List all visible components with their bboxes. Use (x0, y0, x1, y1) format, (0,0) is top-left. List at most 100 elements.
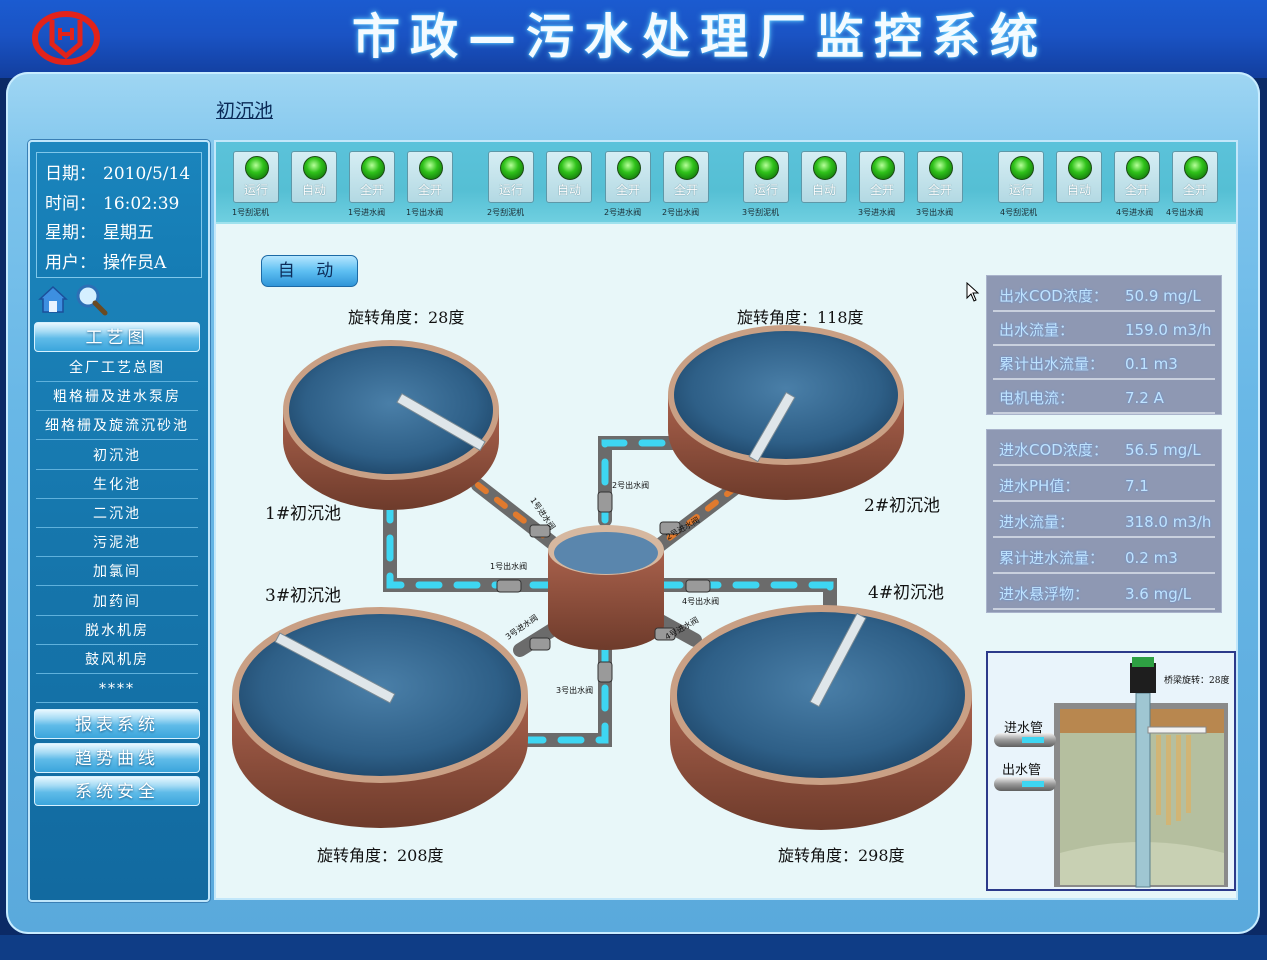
date-row: 日期：2010/5/14 (45, 159, 190, 184)
equipment-caption: 4号进水阀 (1116, 208, 1154, 217)
bridge-rotation-label: 桥梁旋转：28度 (1164, 676, 1230, 686)
tank-3-angle: 旋转角度：208度 (317, 846, 444, 865)
valve-label: 2号出水阀 (612, 480, 649, 490)
status-led-icon (361, 156, 385, 180)
control-button-open[interactable]: 全开 (407, 151, 453, 203)
magnifier-icon[interactable] (74, 282, 108, 316)
control-button-run[interactable]: 运行 (488, 151, 534, 203)
control-button-auto[interactable]: 自动 (291, 151, 337, 203)
tank-3[interactable] (232, 607, 528, 828)
nav-process-item[interactable]: 生化池 (36, 471, 198, 499)
control-button-open[interactable]: 全开 (349, 151, 395, 203)
nav-process-item[interactable]: 脱水机房 (36, 617, 198, 645)
control-button-auto[interactable]: 自动 (801, 151, 847, 203)
weekday-value: 星期五 (103, 223, 154, 243)
equipment-caption: 3号刮泥机 (742, 208, 780, 217)
readout-value: 0.1 m3 (1125, 355, 1178, 373)
control-button-open[interactable]: 全开 (917, 151, 963, 203)
nav-process-item[interactable]: 加氯间 (36, 558, 198, 586)
scraper-bridge (809, 612, 867, 708)
tank-1-name: 1#初沉池 (265, 504, 342, 524)
nav-process-item[interactable]: 二沉池 (36, 500, 198, 528)
nav-process-item[interactable]: 全厂工艺总图 (36, 354, 198, 382)
control-button-open[interactable]: 全开 (1172, 151, 1218, 203)
control-button-run[interactable]: 运行 (998, 151, 1044, 203)
control-button-label: 自动 (811, 183, 836, 197)
readout-row: 进水COD浓度：56.5 mg/L (993, 434, 1215, 466)
home-icon[interactable] (36, 282, 70, 316)
control-button-auto[interactable]: 自动 (1056, 151, 1102, 203)
equipment-caption: 2号出水阀 (662, 208, 700, 217)
date-label: 日期： (45, 164, 96, 184)
control-button-open[interactable]: 全开 (859, 151, 905, 203)
nav-process-item[interactable]: 初沉池 (36, 442, 198, 470)
user-label: 用户： (45, 253, 96, 273)
equipment-caption: 3号进水阀 (858, 208, 896, 217)
readout-value: 159.0 m3/h (1125, 321, 1212, 339)
weekday-label: 星期： (45, 223, 96, 243)
auto-mode-button[interactable]: 自 动 (261, 255, 358, 287)
readout-label: 进水悬浮物： (999, 585, 1090, 603)
time-value: 16:02:39 (103, 194, 180, 214)
tank-1[interactable] (283, 340, 499, 510)
time-label: 时间： (45, 194, 96, 214)
nav-process-item[interactable]: 鼓风机房 (36, 646, 198, 674)
nav-security[interactable]: 系统安全 (34, 776, 200, 806)
nav-process-item[interactable]: 污泥池 (36, 529, 198, 557)
nav-process-item[interactable]: 加药间 (36, 588, 198, 616)
readout-row: 进水PH值：7.1 (993, 470, 1215, 502)
scraper-bridge (396, 392, 486, 452)
nav-report[interactable]: 报表系统 (34, 709, 200, 739)
page-title: 初沉池 (216, 100, 274, 122)
status-led-icon (755, 156, 779, 180)
status-led-icon (1184, 156, 1208, 180)
outlet-pipe-label: 出水管 (1002, 763, 1042, 778)
nav-process-item[interactable]: **** (36, 675, 198, 703)
equipment-caption: 4号刮泥机 (1000, 208, 1038, 217)
control-button-label: 全开 (615, 183, 640, 197)
tank-2-angle: 旋转角度：118度 (737, 308, 864, 327)
equipment-caption: 2号刮泥机 (487, 208, 525, 217)
nav-process[interactable]: 工艺图 (34, 322, 200, 352)
clarifier-section-panel: 桥梁旋转：28度 进水管 出水管 (986, 651, 1236, 891)
readout-row: 电机电流：7.2 A (993, 382, 1215, 414)
nav-process-item[interactable]: 粗格栅及进水泵房 (36, 383, 198, 411)
readout-label: 进水PH值： (999, 477, 1080, 495)
control-button-open[interactable]: 全开 (663, 151, 709, 203)
readout-label: 累计出水流量： (999, 355, 1105, 373)
nav-process-item[interactable]: 细格栅及旋流沉砂池 (36, 412, 198, 440)
readout-label: 累计进水流量： (999, 549, 1105, 567)
readout-row: 进水悬浮物： 3.6 mg/L (993, 578, 1215, 610)
equipment-caption: 4号出水阀 (1166, 208, 1204, 217)
status-led-icon (303, 156, 327, 180)
status-led-icon (813, 156, 837, 180)
control-button-label: 运行 (498, 183, 523, 197)
valves[interactable] (496, 491, 711, 683)
control-button-run[interactable]: 运行 (743, 151, 789, 203)
tank-3-name: 3#初沉池 (265, 586, 342, 606)
readout-label: 进水COD浓度： (999, 441, 1108, 459)
control-button-open[interactable]: 全开 (605, 151, 651, 203)
weekday-row: 星期： 星期五 (45, 218, 154, 243)
status-led-icon (245, 156, 269, 180)
status-led-icon (558, 156, 582, 180)
status-led-icon (929, 156, 953, 180)
readout-label: 出水流量： (999, 321, 1075, 339)
control-button-label: 全开 (417, 183, 442, 197)
status-led-icon (675, 156, 699, 180)
tank-2[interactable] (668, 325, 904, 500)
readout-row: 累计进水流量：0.2 m3 (993, 542, 1215, 574)
status-led-icon (871, 156, 895, 180)
control-button-label: 运行 (243, 183, 268, 197)
readout-value: 3.6 mg/L (1125, 585, 1192, 603)
tank-1-angle: 旋转角度：28度 (348, 308, 465, 327)
nav-trend[interactable]: 趋势曲线 (34, 743, 200, 773)
tank-4[interactable] (670, 605, 972, 830)
mouse-pointer-icon (966, 282, 980, 302)
readout-value: 318.0 m3/h (1125, 513, 1212, 531)
control-button-run[interactable]: 运行 (233, 151, 279, 203)
control-button-open[interactable]: 全开 (1114, 151, 1160, 203)
control-button-auto[interactable]: 自动 (546, 151, 592, 203)
